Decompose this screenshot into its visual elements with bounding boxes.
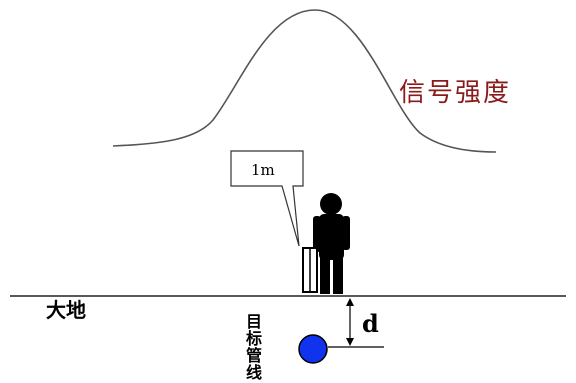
depth-label: d bbox=[362, 309, 379, 338]
signal-strength-curve bbox=[112, 9, 497, 153]
locator-instrument-icon bbox=[302, 247, 318, 293]
distance-label: 1m bbox=[251, 161, 275, 179]
callout-box bbox=[230, 150, 304, 247]
person-icon bbox=[313, 193, 350, 294]
signal-strength-label: 信号强度 bbox=[399, 78, 512, 108]
depth-dimension bbox=[328, 298, 384, 348]
target-pipe-label: 目标管线 bbox=[246, 312, 263, 382]
ground-label: 大地 bbox=[46, 298, 86, 322]
target-pipe-icon bbox=[298, 334, 328, 364]
